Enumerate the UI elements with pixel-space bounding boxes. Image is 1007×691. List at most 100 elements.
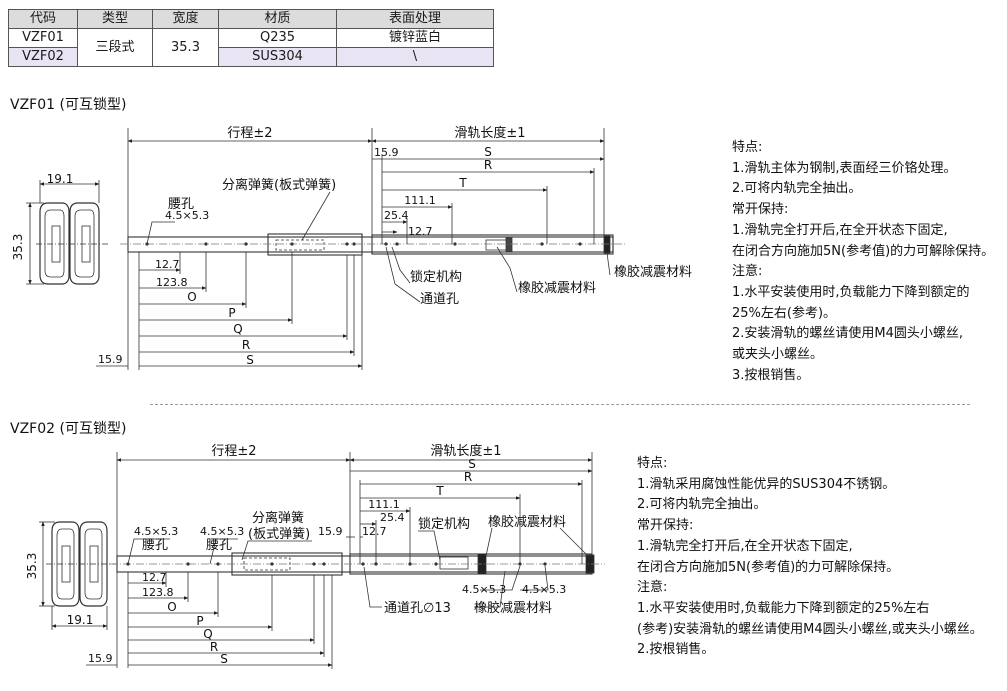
dim-12-7-top: 12.7 xyxy=(408,225,433,238)
header-finish: 表面处理 xyxy=(336,9,494,29)
dim-slot-right-b: 4.5×5.3 xyxy=(522,583,566,596)
label-access-hole: 通道孔 xyxy=(420,292,459,307)
dim-P: P xyxy=(196,614,203,628)
dim-12-7-bottom: 12.7 xyxy=(142,571,167,584)
dim-15-9-top: 15.9 xyxy=(318,525,343,538)
section-divider xyxy=(150,404,970,405)
note-line: 25%左右(参考)。 xyxy=(732,305,837,321)
label-slot-hole-center: 腰孔 xyxy=(206,538,232,553)
table-row: VZF01 三段式 35.3 Q235 镀锌蓝白 xyxy=(8,28,494,67)
note-line: 1.滑轨采用腐蚀性能优异的SUS304不锈钢。 xyxy=(637,476,896,492)
note-line: 2.可将内轨完全抽出。 xyxy=(732,181,862,197)
dim-R-bottom: R xyxy=(210,640,218,654)
header-width: 宽度 xyxy=(152,9,219,29)
label-rubber-bottom: 橡胶减震材料 xyxy=(474,600,552,616)
dim-25-4: 25.4 xyxy=(384,209,409,222)
dim-123-8: 123.8 xyxy=(156,276,188,289)
note-line: 注意: xyxy=(732,264,763,280)
vzf01-cross-section xyxy=(26,180,110,285)
cell-material: SUS304 xyxy=(218,47,337,67)
vzf01-top-dimensions xyxy=(127,128,605,244)
dim-T: T xyxy=(458,176,467,190)
dim-S-top: S xyxy=(484,145,492,159)
dim-15-9-top: 15.9 xyxy=(374,146,399,159)
note-line: 常开保持: xyxy=(637,518,694,534)
note-line: 1.滑轨完全打开后,在全开状态下固定, xyxy=(637,538,853,554)
dim-12-7-bottom: 12.7 xyxy=(155,258,180,271)
header-type: 类型 xyxy=(77,9,153,29)
cell-code: VZF02 xyxy=(8,47,78,67)
vzf02-cross-section xyxy=(39,521,116,630)
dim-Q: Q xyxy=(233,322,242,336)
dim-25-4: 25.4 xyxy=(380,511,405,524)
dim-35-3: 35.3 xyxy=(25,553,39,580)
note-line: 特点: xyxy=(732,140,763,155)
label-split-spring-sub: (板式弹簧) xyxy=(248,526,310,542)
dim-15-9-bottom: 15.9 xyxy=(98,353,123,366)
note-line: (参考)安装滑轨的螺丝请使用M4圆头小螺丝,或夹头小螺丝。 xyxy=(637,621,983,637)
dim-travel: 行程±2 xyxy=(211,444,256,459)
dim-rail-length: 滑轨长度±1 xyxy=(430,443,501,459)
dim-S-bottom: S xyxy=(220,652,228,666)
note-line: 常开保持: xyxy=(732,202,789,218)
vzf02-bottom-dimensions xyxy=(86,572,333,669)
note-line: 1.滑轨完全打开后,在全开状态下固定, xyxy=(732,222,948,238)
dim-S-top: S xyxy=(468,457,476,471)
label-access-hole: 通道孔∅13 xyxy=(384,601,451,616)
spec-table: 代码 类型 宽度 材质 表面处理 VZF01 三段式 35.3 Q235 镀锌蓝… xyxy=(8,9,494,67)
dim-R-bottom: R xyxy=(242,338,250,352)
dim-111-1: 111.1 xyxy=(404,194,436,207)
cell-width: 35.3 xyxy=(152,28,219,67)
vzf02-title: VZF02 (可互锁型) xyxy=(10,421,127,437)
vzf02-holes xyxy=(126,562,547,566)
table-header-row: 代码 类型 宽度 材质 表面处理 xyxy=(8,9,494,29)
dim-slot-center: 4.5×5.3 xyxy=(200,525,244,538)
label-rubber-inner: 橡胶减震材料 xyxy=(518,280,596,296)
label-rubber-end: 橡胶减震材料 xyxy=(614,264,692,280)
dim-travel: 行程±2 xyxy=(227,126,272,141)
note-line: 在闭合方向施加5N(参考值)的力可解除保持。 xyxy=(637,559,900,575)
dim-111-1: 111.1 xyxy=(368,498,400,511)
vzf02-leaders xyxy=(127,527,591,608)
header-code: 代码 xyxy=(8,9,78,29)
vzf01-leaders xyxy=(146,191,611,303)
dim-35-3: 35.3 xyxy=(11,234,25,261)
dim-O: O xyxy=(187,290,196,304)
note-line: 特点: xyxy=(637,456,668,471)
dim-19-1: 19.1 xyxy=(67,613,94,627)
dim-S-bottom: S xyxy=(246,353,254,367)
vzf01-dimension-text: 19.1 35.3 行程±2 滑轨长度±1 15.9 S R T 111.1 2… xyxy=(11,125,692,367)
dim-P: P xyxy=(228,306,235,320)
dim-12-7-top: 12.7 xyxy=(362,525,387,538)
dim-Q: Q xyxy=(203,627,212,641)
cell-finish: \ xyxy=(336,47,494,67)
cell-type: 三段式 xyxy=(77,28,153,67)
vzf01-notes: 特点: 1.滑轨主体为钢制,表面经三价铬处理。 2.可将内轨完全抽出。 常开保持… xyxy=(732,138,994,386)
note-line: 1.滑轨主体为钢制,表面经三价铬处理。 xyxy=(732,160,957,176)
label-split-spring: 分离弹簧 xyxy=(252,510,304,526)
note-line: 注意: xyxy=(637,580,668,596)
dim-T: T xyxy=(435,484,444,498)
note-line: 或夹头小螺丝。 xyxy=(732,347,824,363)
dim-rail-length: 滑轨长度±1 xyxy=(454,125,525,141)
dim-R-top: R xyxy=(464,470,472,484)
dim-R-top: R xyxy=(484,158,492,172)
vzf01-holes xyxy=(145,242,582,246)
note-line: 2.按根销售。 xyxy=(637,642,715,658)
note-line: 1.水平安装使用时,负载能力下降到额定的25%左右 xyxy=(637,600,930,616)
dim-slot-left: 4.5×5.3 xyxy=(134,525,178,538)
vzf01-title: VZF01 (可互锁型) xyxy=(10,97,127,113)
dim-15-9-bottom: 15.9 xyxy=(88,652,113,665)
dim-slot: 4.5×5.3 xyxy=(165,209,209,222)
label-slot-hole-left: 腰孔 xyxy=(142,538,168,553)
vzf01-bottom-dimensions xyxy=(96,252,363,370)
vzf02-rail xyxy=(110,552,605,576)
table-row: VZF02 SUS304 \ xyxy=(8,47,494,67)
note-line: 在闭合方向施加5N(参考值)的力可解除保持。 xyxy=(732,243,995,259)
label-lock: 锁定机构 xyxy=(418,516,470,532)
note-line: 2.可将内轨完全抽出。 xyxy=(637,497,767,513)
note-line: 3.按根销售。 xyxy=(732,367,810,383)
label-slot-hole: 腰孔 xyxy=(168,197,194,212)
dim-19-1: 19.1 xyxy=(47,172,74,186)
